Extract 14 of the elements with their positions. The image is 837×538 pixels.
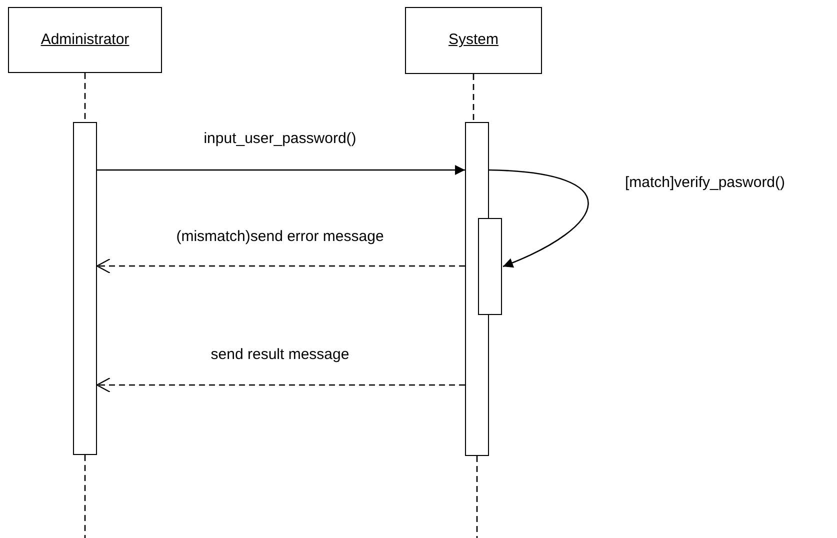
object-name: System <box>448 30 498 50</box>
lifeline <box>84 73 86 122</box>
object-box <box>8 7 162 73</box>
object-box <box>405 7 542 74</box>
lifeline <box>84 455 86 538</box>
return-message-arrow <box>96 258 465 274</box>
object-name: Administrator <box>40 30 130 50</box>
return-message-arrow <box>96 377 465 393</box>
activation-bar <box>73 122 97 455</box>
lifeline <box>472 74 474 122</box>
message-arrow <box>97 165 465 175</box>
activation-bar <box>478 218 502 315</box>
self-call-arrow <box>488 169 589 268</box>
lifeline <box>476 456 478 538</box>
